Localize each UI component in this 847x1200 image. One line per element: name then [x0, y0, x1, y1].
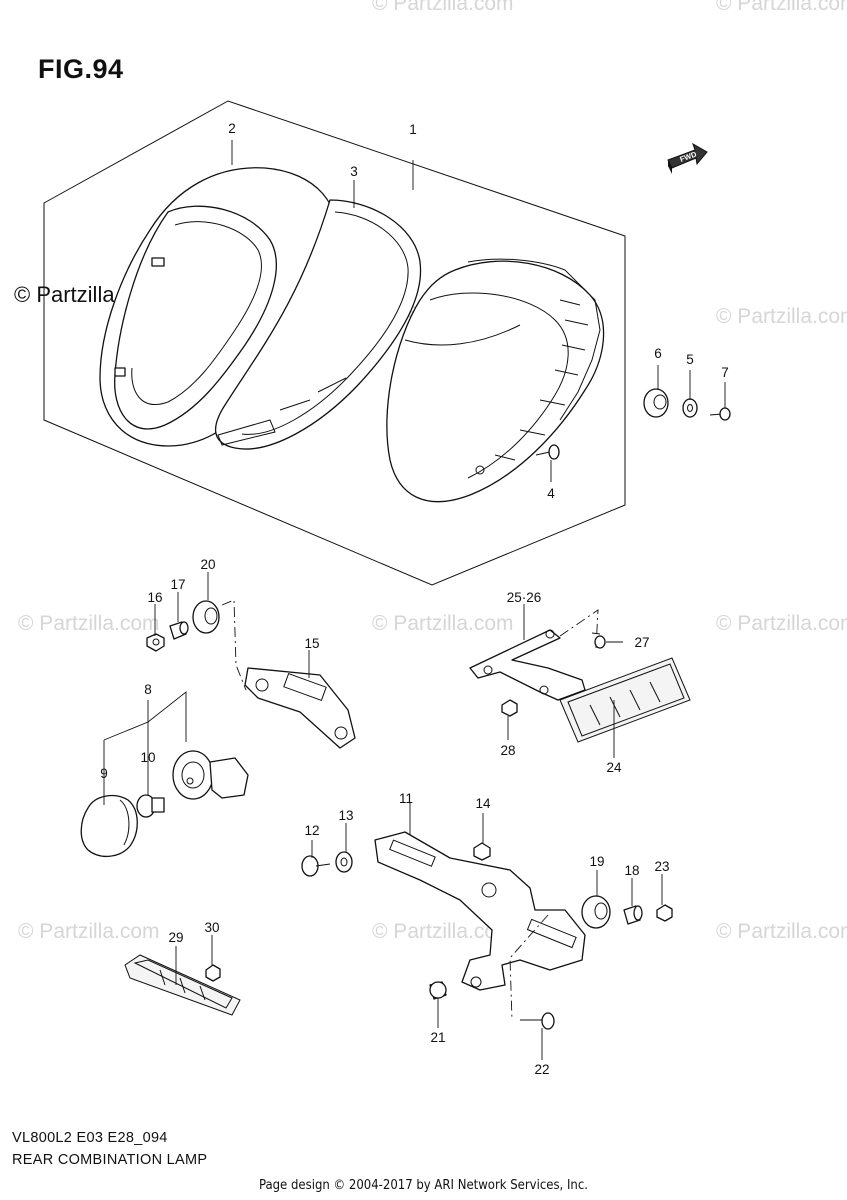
callout-2: 2 — [228, 121, 236, 136]
callout-17: 17 — [170, 577, 185, 592]
callout-1: 1 — [409, 122, 417, 137]
watermark: © Partzilla.com — [716, 305, 847, 328]
callout-10: 10 — [140, 750, 155, 765]
assembly-frame — [43, 100, 626, 586]
part-25-26-bracket — [469, 629, 586, 701]
figure-description: REAR COMBINATION LAMP — [12, 1152, 208, 1168]
part-21-collar — [429, 981, 447, 1000]
part-19-grommet — [581, 895, 611, 929]
part-3-lamp-lens — [214, 199, 422, 450]
watermark: © Partzilla.com — [372, 920, 514, 943]
figure-title: FIG.94 — [38, 54, 124, 84]
part-17-collar — [169, 621, 189, 640]
callout-29: 29 — [168, 930, 183, 945]
part-23-nut — [656, 904, 673, 922]
assembly-line — [559, 609, 599, 649]
part-22-bolt — [520, 1012, 555, 1030]
callout-labels: 1 2 3 4 5 6 7 8 9 10 11 12 13 14 15 16 1… — [100, 121, 729, 1077]
callout-8: 8 — [144, 682, 152, 697]
callout-12: 12 — [304, 823, 319, 838]
callout-15: 15 — [304, 636, 319, 651]
callout-24: 24 — [606, 760, 622, 775]
part-24-reflector — [559, 657, 691, 743]
part-10-bulb — [136, 794, 165, 818]
callout-28: 28 — [500, 743, 515, 758]
fwd-label: FWD — [679, 149, 699, 163]
callout-22: 22 — [534, 1062, 549, 1077]
assembly-line — [221, 599, 247, 691]
part-8-socket — [172, 750, 249, 800]
watermark: © Partzilla.com — [716, 920, 847, 943]
callout-27: 27 — [634, 635, 649, 650]
watermark: © Partzilla.com — [18, 920, 160, 943]
part-11-license-bracket — [374, 831, 586, 991]
callout-25-26: 25·26 — [507, 590, 542, 605]
callout-7: 7 — [721, 365, 729, 380]
part-15-bracket — [244, 667, 356, 749]
leader-line — [103, 691, 187, 742]
watermark: © Partzilla.com — [372, 0, 514, 15]
leader-lines — [147, 140, 726, 1060]
callout-11: 11 — [399, 791, 413, 806]
callout-19: 19 — [589, 854, 604, 869]
part-6-grommet — [643, 388, 669, 418]
part-1-lamp-housing — [386, 258, 605, 503]
part-16-nut — [146, 633, 165, 652]
part-28-nut — [501, 699, 518, 717]
callout-5: 5 — [686, 352, 694, 367]
part-20-grommet — [192, 600, 220, 634]
part-14-nut — [473, 842, 491, 861]
callout-30: 30 — [204, 920, 219, 935]
watermark: © Partzilla.com — [716, 0, 847, 15]
callout-21: 21 — [430, 1030, 445, 1045]
model-code: VL800L2 E03 E28_094 — [12, 1130, 168, 1146]
part-27-screw — [591, 632, 606, 649]
callout-20: 20 — [200, 557, 215, 572]
part-9-lens-cap — [80, 794, 138, 857]
callout-16: 16 — [147, 590, 162, 605]
watermark: © Partzilla.com — [18, 612, 160, 635]
part-30-nut — [205, 964, 221, 982]
part-12-bolt — [301, 855, 331, 877]
callout-18: 18 — [624, 863, 639, 878]
callout-4: 4 — [547, 486, 555, 501]
watermark: © Partzilla.com — [716, 612, 847, 635]
callout-9: 9 — [100, 766, 108, 781]
part-29-reflector — [124, 954, 241, 1016]
part-4-screw — [535, 444, 560, 460]
fwd-arrow-icon: FWD — [667, 142, 708, 174]
callout-14: 14 — [475, 796, 491, 811]
callout-23: 23 — [654, 859, 669, 874]
part-18-collar — [623, 905, 643, 925]
callout-13: 13 — [338, 808, 353, 823]
watermark: © Partzilla.com — [372, 612, 514, 635]
callout-6: 6 — [654, 346, 662, 361]
part-5-washer — [682, 398, 698, 418]
page-credit: Page design © 2004-2017 by ARI Network S… — [259, 1178, 588, 1193]
part-13-washer — [335, 851, 353, 873]
callout-3: 3 — [350, 164, 358, 179]
part-7-screw — [709, 407, 731, 421]
